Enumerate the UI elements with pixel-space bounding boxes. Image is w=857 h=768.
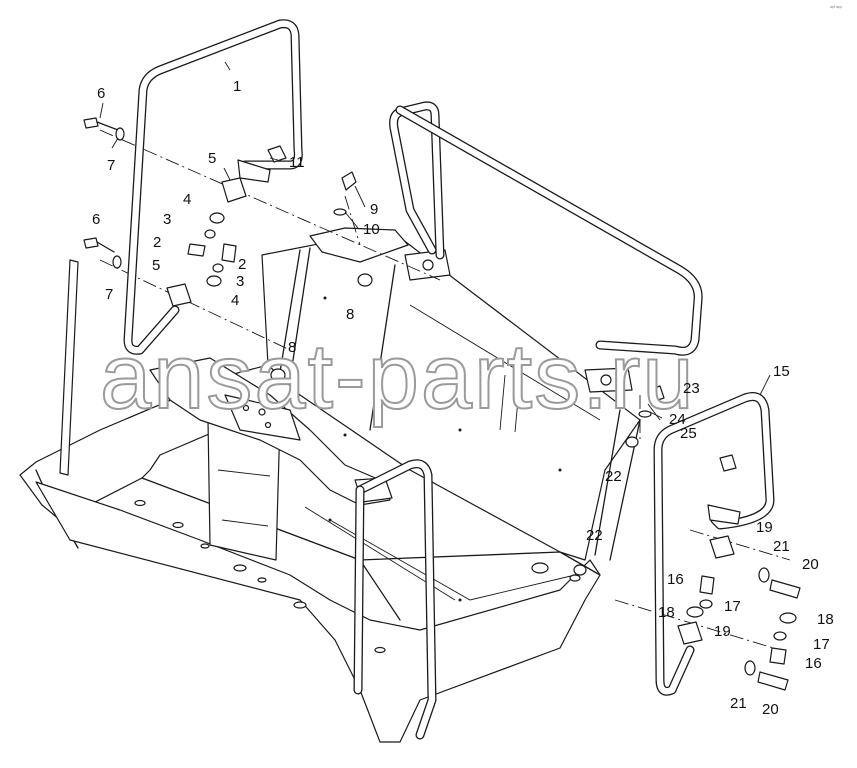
callout-3b: 3	[236, 273, 244, 290]
callout-3a: 3	[163, 211, 171, 228]
callout-4a: 4	[183, 191, 191, 208]
callout-22a: 22	[605, 468, 622, 485]
callout-19b: 19	[714, 623, 731, 640]
callout-22b: 22	[586, 527, 603, 544]
callout-10: 10	[363, 221, 380, 238]
callout-7b: 7	[105, 286, 113, 303]
guard-rail-back	[389, 101, 703, 356]
callout-2a: 2	[153, 234, 161, 251]
callout-11: 11	[289, 154, 305, 171]
callout-5a: 5	[208, 150, 216, 167]
callout-labels: 1 6 7 5 11 9 10 4 3 2 2 3 4 6 7 5 8 8 15…	[92, 78, 834, 718]
floor-holes	[134, 296, 581, 654]
callout-16a: 16	[667, 571, 684, 588]
callout-8b: 8	[288, 339, 296, 356]
callout-16b: 16	[805, 655, 822, 672]
callout-25: 25	[680, 425, 697, 442]
callout-15: 15	[773, 363, 790, 380]
small-parts	[83, 117, 801, 691]
callout-24: 24	[669, 411, 686, 428]
guard-rail-front	[353, 459, 437, 740]
callout-2b: 2	[238, 256, 246, 273]
callout-23: 23	[683, 380, 700, 397]
callout-5b: 5	[152, 257, 160, 274]
callout-21a: 21	[773, 538, 790, 555]
guard-rail-1	[123, 19, 303, 355]
frame-body	[19, 227, 641, 743]
corner-mark: ᵃᵖᶠ ᵃᵖᵖ	[830, 5, 842, 11]
callout-17a: 17	[724, 598, 741, 615]
callout-1: 1	[233, 78, 241, 95]
callout-4b: 4	[231, 292, 239, 309]
guard-rail-15	[653, 392, 775, 696]
callout-leaders	[99, 61, 771, 421]
callout-17b: 17	[813, 636, 830, 653]
callout-19a: 19	[756, 519, 773, 536]
callout-8a: 8	[346, 306, 354, 323]
watermark-text: ansat-parts.ru	[100, 326, 696, 428]
callout-18a: 18	[658, 604, 675, 621]
callout-9: 9	[370, 201, 378, 218]
callout-18b: 18	[817, 611, 834, 628]
callout-20b: 20	[762, 701, 779, 718]
callout-20a: 20	[802, 556, 819, 573]
callout-6a: 6	[97, 85, 105, 102]
callout-21b: 21	[730, 695, 747, 712]
callout-6b: 6	[92, 211, 100, 228]
callout-7a: 7	[107, 157, 115, 174]
